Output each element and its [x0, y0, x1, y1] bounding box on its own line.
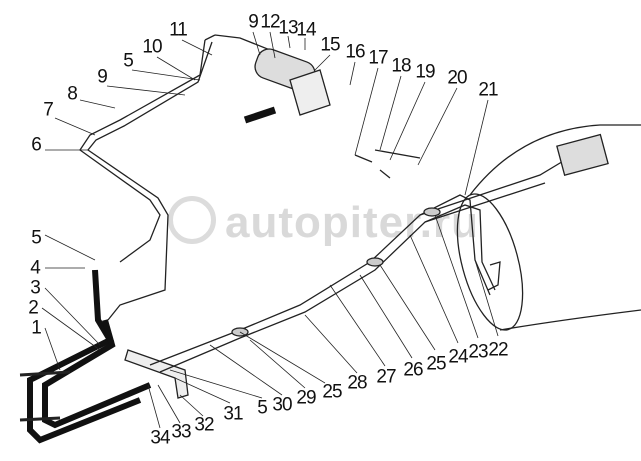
callout-22: 22 [488, 339, 508, 361]
bracket [124, 349, 189, 399]
callout-12: 12 [260, 11, 280, 33]
callout-26: 26 [403, 359, 423, 381]
callout-5: 5 [123, 50, 134, 72]
callout-11: 11 [169, 19, 188, 41]
callout-10: 10 [142, 36, 162, 58]
callout-14: 14 [296, 19, 316, 41]
callout-2: 2 [28, 297, 39, 319]
callout-20: 20 [447, 67, 467, 89]
callout-23: 23 [468, 341, 488, 363]
callout-25: 25 [426, 353, 446, 375]
tank [469, 124, 641, 331]
callout-15: 15 [320, 34, 340, 56]
callout-9: 9 [248, 11, 259, 33]
tank-end [456, 193, 524, 331]
callout-33: 33 [171, 421, 191, 443]
callout-13: 13 [278, 17, 298, 39]
watermark-text: autopiter.ru [225, 198, 480, 247]
callout-3: 3 [30, 277, 41, 299]
callout-17: 17 [368, 47, 388, 69]
callout-28: 28 [347, 372, 367, 394]
callout-4: 4 [30, 257, 41, 279]
callout-32: 32 [194, 414, 214, 436]
callout-16: 16 [345, 41, 365, 63]
callout-19: 19 [415, 61, 435, 83]
callout-5: 5 [257, 397, 268, 419]
callout-6: 6 [31, 134, 42, 156]
watermark-logo [168, 196, 216, 244]
callout-29: 29 [296, 387, 316, 409]
callout-30: 30 [272, 394, 292, 416]
callout-27: 27 [376, 366, 396, 388]
callout-24: 24 [448, 346, 468, 368]
callout-21: 21 [478, 79, 498, 101]
callout-7: 7 [43, 99, 54, 121]
callout-18: 18 [391, 55, 411, 77]
callout-1: 1 [31, 317, 42, 339]
callout-5: 5 [31, 227, 42, 249]
callout-25: 25 [322, 381, 342, 403]
callout-31: 31 [223, 403, 243, 425]
callout-8: 8 [67, 83, 78, 105]
callout-34: 34 [150, 427, 170, 449]
callout-9: 9 [97, 66, 108, 88]
